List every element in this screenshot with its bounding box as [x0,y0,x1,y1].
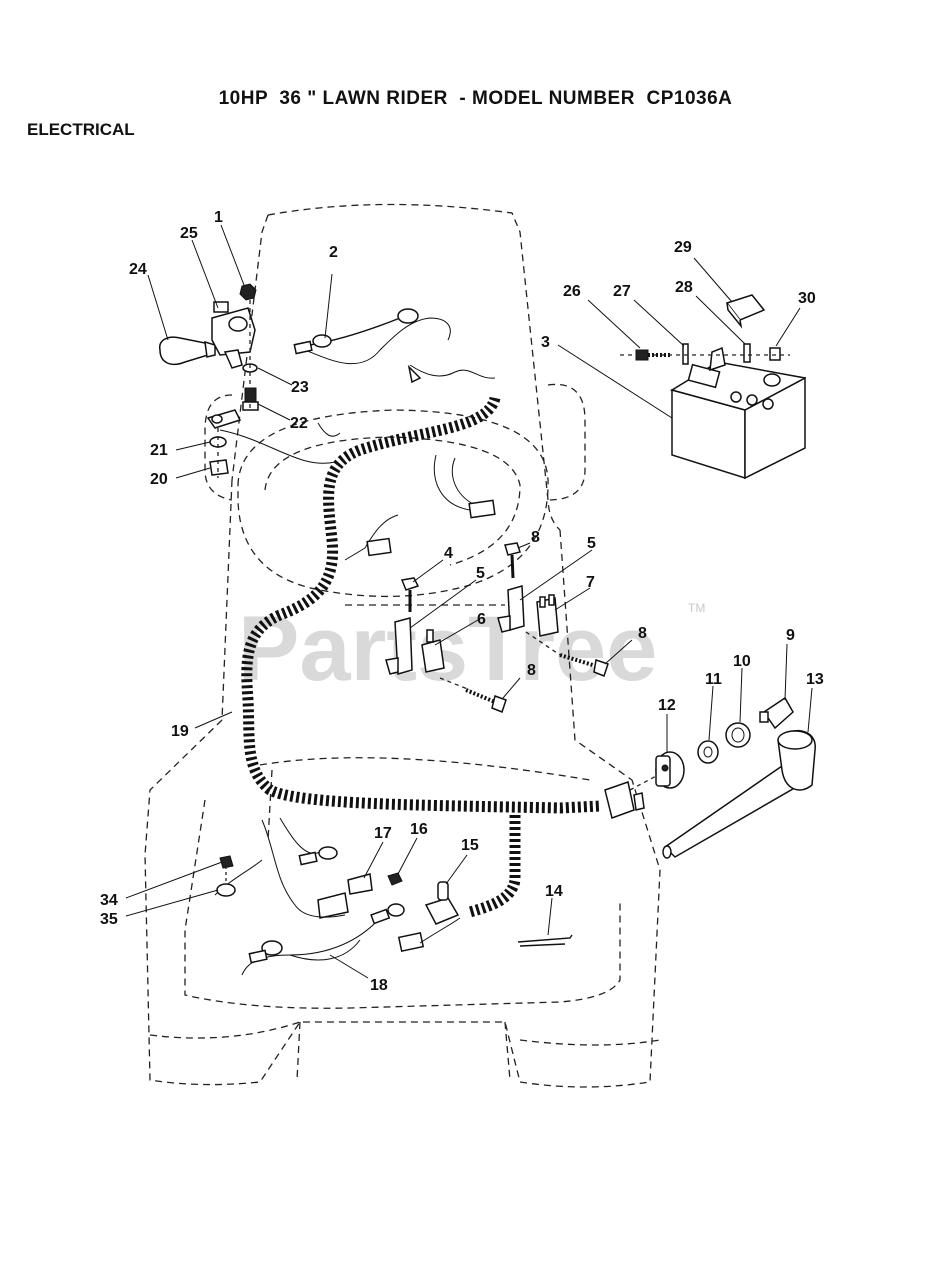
callout-24: 24 [129,261,147,278]
switch-brackets [385,542,609,713]
callout-4: 4 [444,545,453,562]
callout-3: 3 [541,334,550,351]
callout-8-top: 8 [531,529,540,546]
callout-2: 2 [329,244,338,261]
callout-20: 20 [150,471,168,488]
callout-11: 11 [705,671,722,688]
callout-28: 28 [675,279,693,296]
callout-16: 16 [410,821,428,838]
solenoid-assembly [159,283,259,478]
callout-18: 18 [370,977,388,994]
callout-1: 1 [214,209,223,226]
leader-lines [125,224,813,979]
callout-5-right: 5 [587,535,596,552]
wire-harness-coil [241,396,601,918]
callout-15: 15 [461,837,479,854]
callout-8-lower: 8 [527,662,536,679]
wire-group-upper [219,317,496,561]
callout-12: 12 [658,697,676,714]
callout-27: 27 [613,283,631,300]
ignition-parts [604,696,816,859]
callout-25: 25 [180,225,198,242]
diagram-title: 10HP 36 " LAWN RIDER - MODEL NUMBER CP10… [218,88,733,109]
callout-35: 35 [100,911,118,928]
battery-assembly [620,294,806,480]
callout-9: 9 [786,627,795,644]
callout-14: 14 [545,883,563,900]
callout-7: 7 [586,574,595,591]
section-label: ELECTRICAL [27,120,135,139]
callout-17: 17 [374,825,392,842]
callout-29: 29 [674,239,692,256]
lower-parts [214,817,573,976]
callout-26: 26 [563,283,581,300]
ground-cable-part-2 [293,273,419,355]
callout-8-right: 8 [638,625,647,642]
callout-5-left: 5 [476,565,485,582]
callout-23: 23 [291,379,309,396]
callout-19: 19 [171,723,189,740]
callout-6: 6 [477,611,486,628]
callout-21: 21 [150,442,168,459]
callout-10: 10 [733,653,751,670]
callout-30: 30 [798,290,816,307]
watermark-trademark: TM [688,601,705,615]
mower-outline [144,203,661,1088]
callout-13: 13 [806,671,824,688]
callout-34: 34 [100,892,118,909]
callout-22: 22 [290,415,308,432]
callout-labels: 1 25 24 2 23 22 21 20 29 26 27 28 30 3 4… [100,209,824,994]
watermark-text: PartsTree [238,598,657,700]
